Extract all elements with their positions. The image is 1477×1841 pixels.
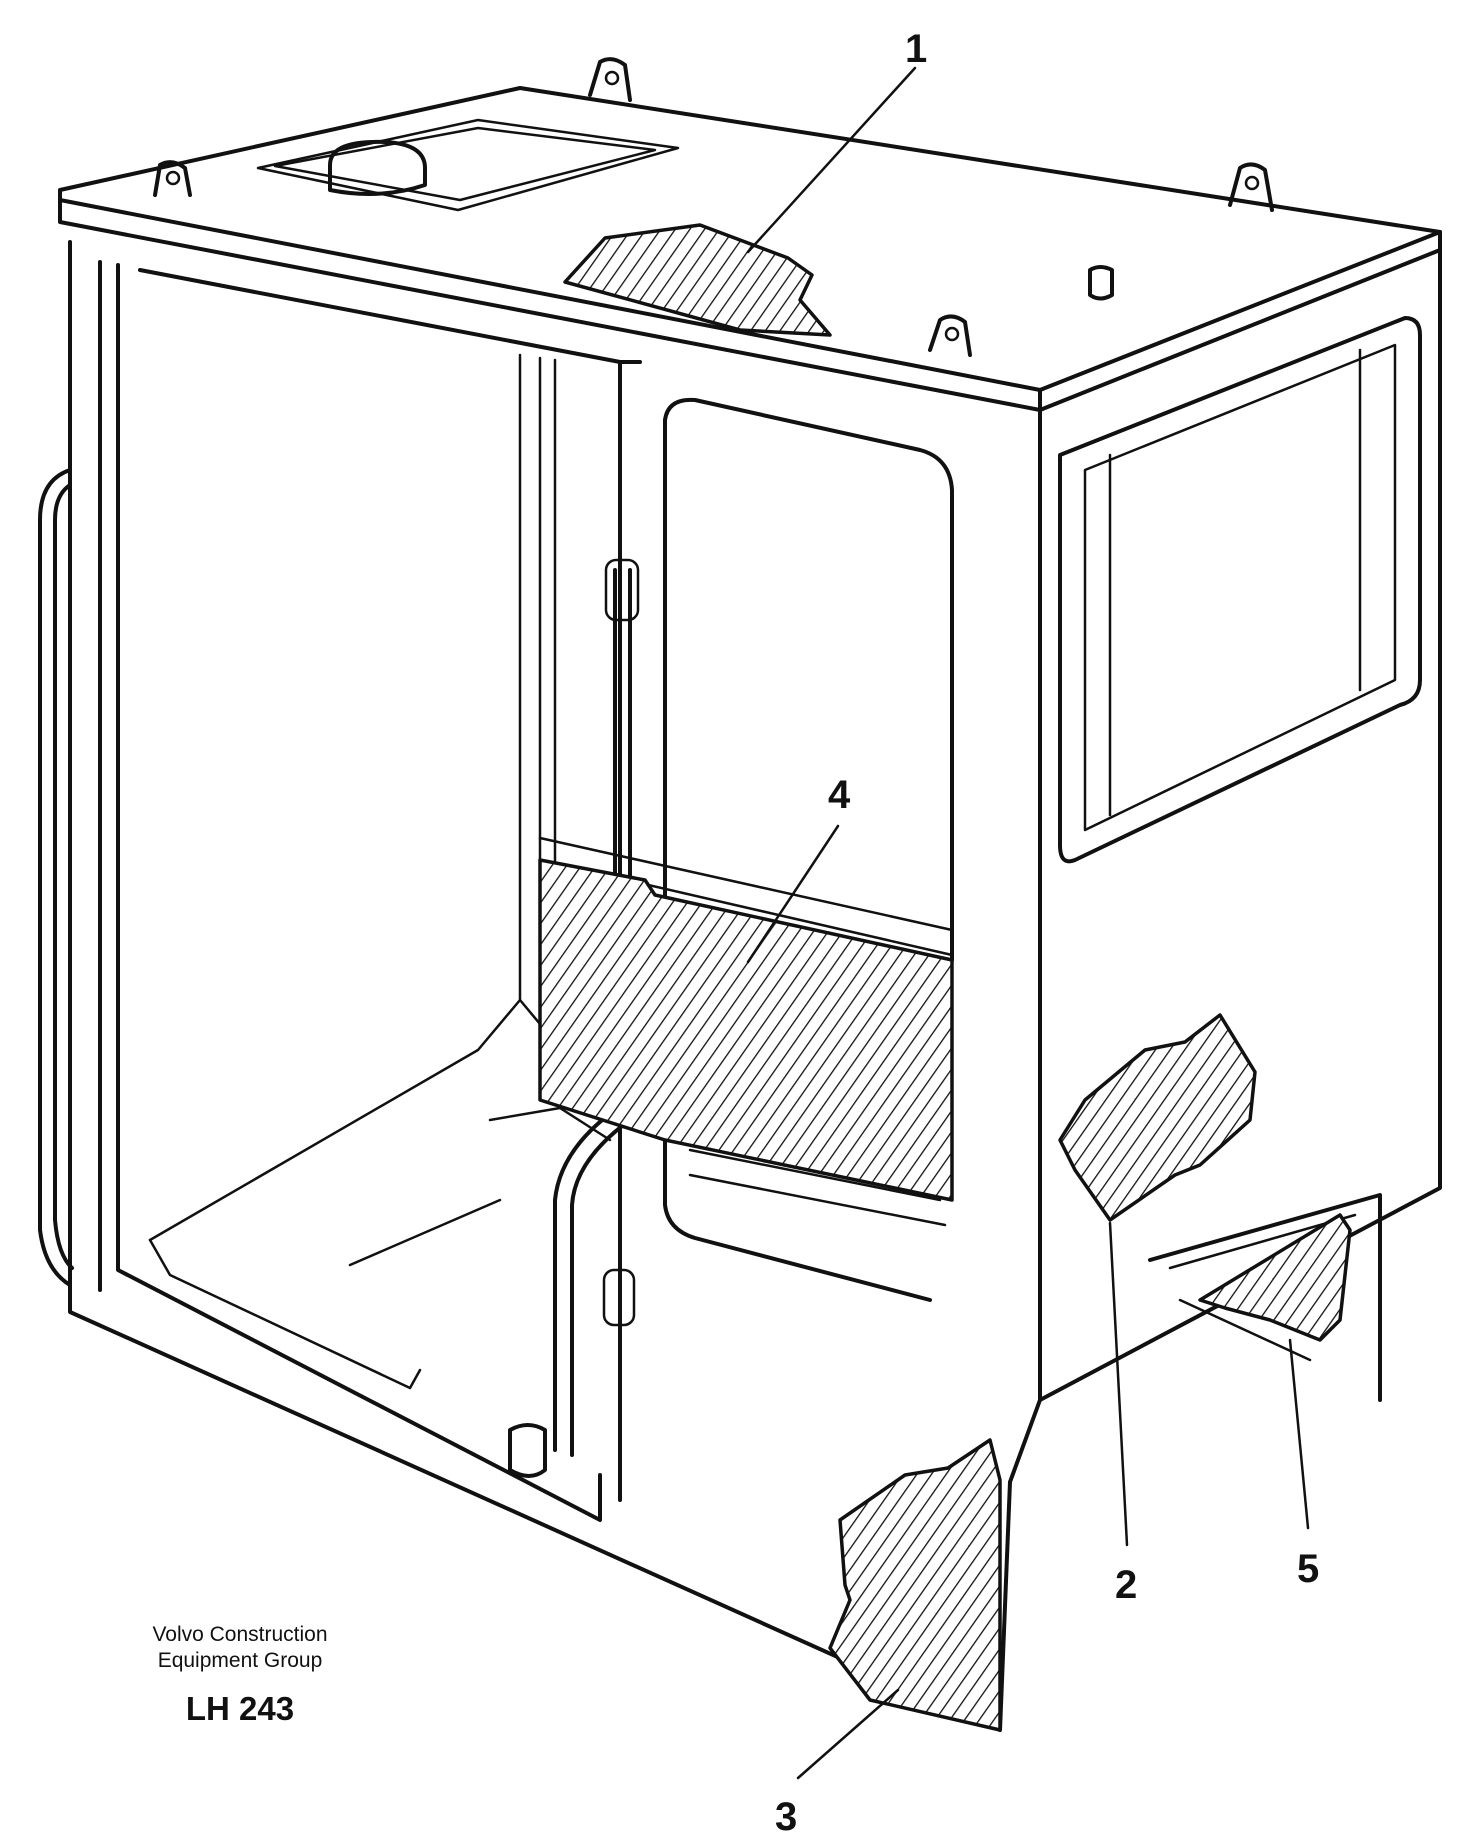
callout-label-4: 4 <box>828 773 851 817</box>
hatched-area-5 <box>1198 1213 1352 1342</box>
leader-line-2 <box>1108 1221 1129 1547</box>
leader-line-4 <box>746 824 840 964</box>
company-name-line2: Equipment Group <box>157 1649 323 1672</box>
roof-vent <box>328 139 427 196</box>
figure-caption: Volvo Construction Equipment Group LH 24… <box>100 1622 380 1728</box>
callout-label-3: 3 <box>775 1795 797 1839</box>
roof <box>58 57 1442 412</box>
leader-line-3 <box>796 1688 900 1780</box>
hatched-area-3 <box>828 1438 1002 1732</box>
strut-fitting-top <box>604 558 640 622</box>
leader-line-5 <box>1288 1338 1310 1530</box>
roof-post <box>1088 265 1114 301</box>
rear-window <box>663 397 954 962</box>
roof-hatch <box>256 118 680 212</box>
company-name-line1: Volvo Construction <box>152 1623 328 1646</box>
lifting-eye-4 <box>1228 162 1274 212</box>
handrail <box>38 468 72 1287</box>
hatched-area-1 <box>563 223 832 337</box>
side-panel <box>538 248 1442 1732</box>
callout-label-2: 2 <box>1115 1563 1137 1607</box>
callout-label-1: 1 <box>905 27 927 71</box>
figure-code: LH 243 <box>185 1690 295 1727</box>
hatched-area-2 <box>1058 1013 1257 1222</box>
lifting-eye-3 <box>928 314 972 357</box>
hatched-area-4 <box>538 858 954 1202</box>
leader-line-1 <box>746 66 917 254</box>
strut-foot <box>508 1423 547 1478</box>
lifting-eye-1 <box>153 160 192 197</box>
side-window <box>1058 316 1422 864</box>
strut-fitting-bottom <box>602 1268 636 1327</box>
callouts: 1 2 3 4 5 <box>746 27 1319 1839</box>
lifting-eye-2 <box>588 57 632 102</box>
callout-label-5: 5 <box>1297 1547 1319 1591</box>
